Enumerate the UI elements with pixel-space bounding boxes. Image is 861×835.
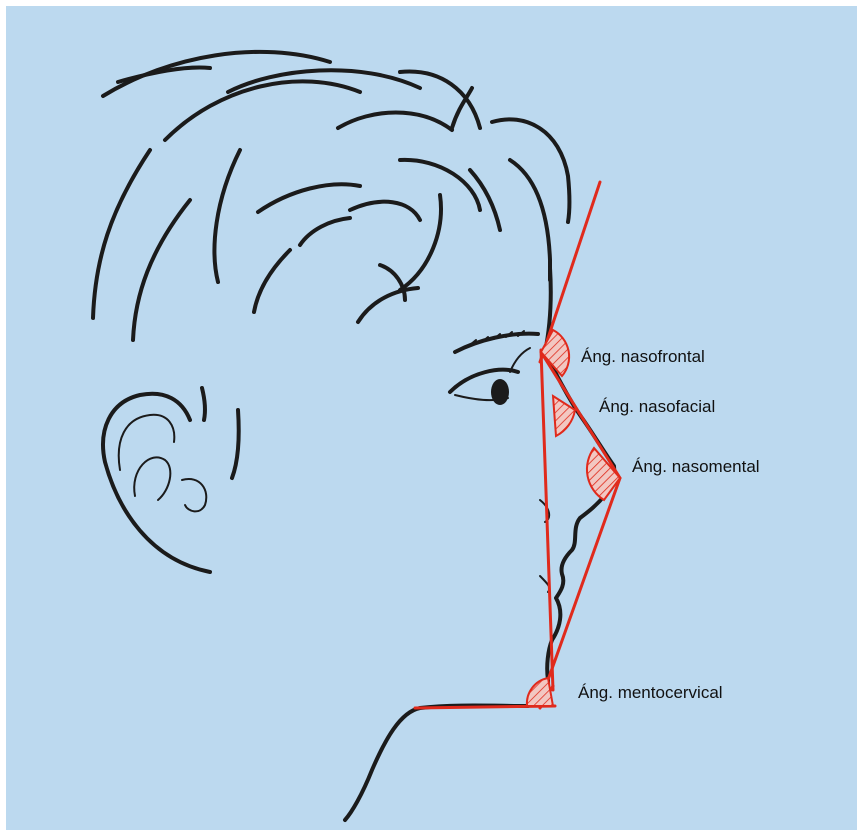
label-nasofrontal: Áng. nasofrontal	[581, 347, 705, 366]
label-nasofacial: Áng. nasofacial	[599, 397, 715, 416]
label-mentocervical: Áng. mentocervical	[578, 683, 723, 702]
label-nasomental: Áng. nasomental	[632, 457, 760, 476]
